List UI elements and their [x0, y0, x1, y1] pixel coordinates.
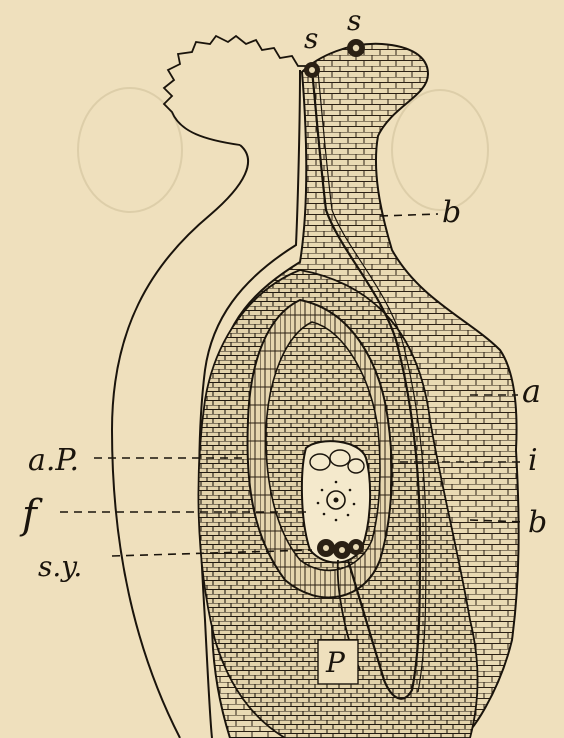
label-i: i [528, 443, 538, 478]
label-b-top: b [442, 195, 461, 230]
label-sy: s.y. [38, 550, 82, 583]
label-s-left: s [304, 22, 318, 55]
label-a-p: a.P. [28, 443, 79, 478]
label-p: P [325, 646, 346, 679]
label-s-right: s [347, 4, 361, 37]
label-b-mid: b [528, 505, 547, 540]
label-a: a [522, 372, 541, 410]
